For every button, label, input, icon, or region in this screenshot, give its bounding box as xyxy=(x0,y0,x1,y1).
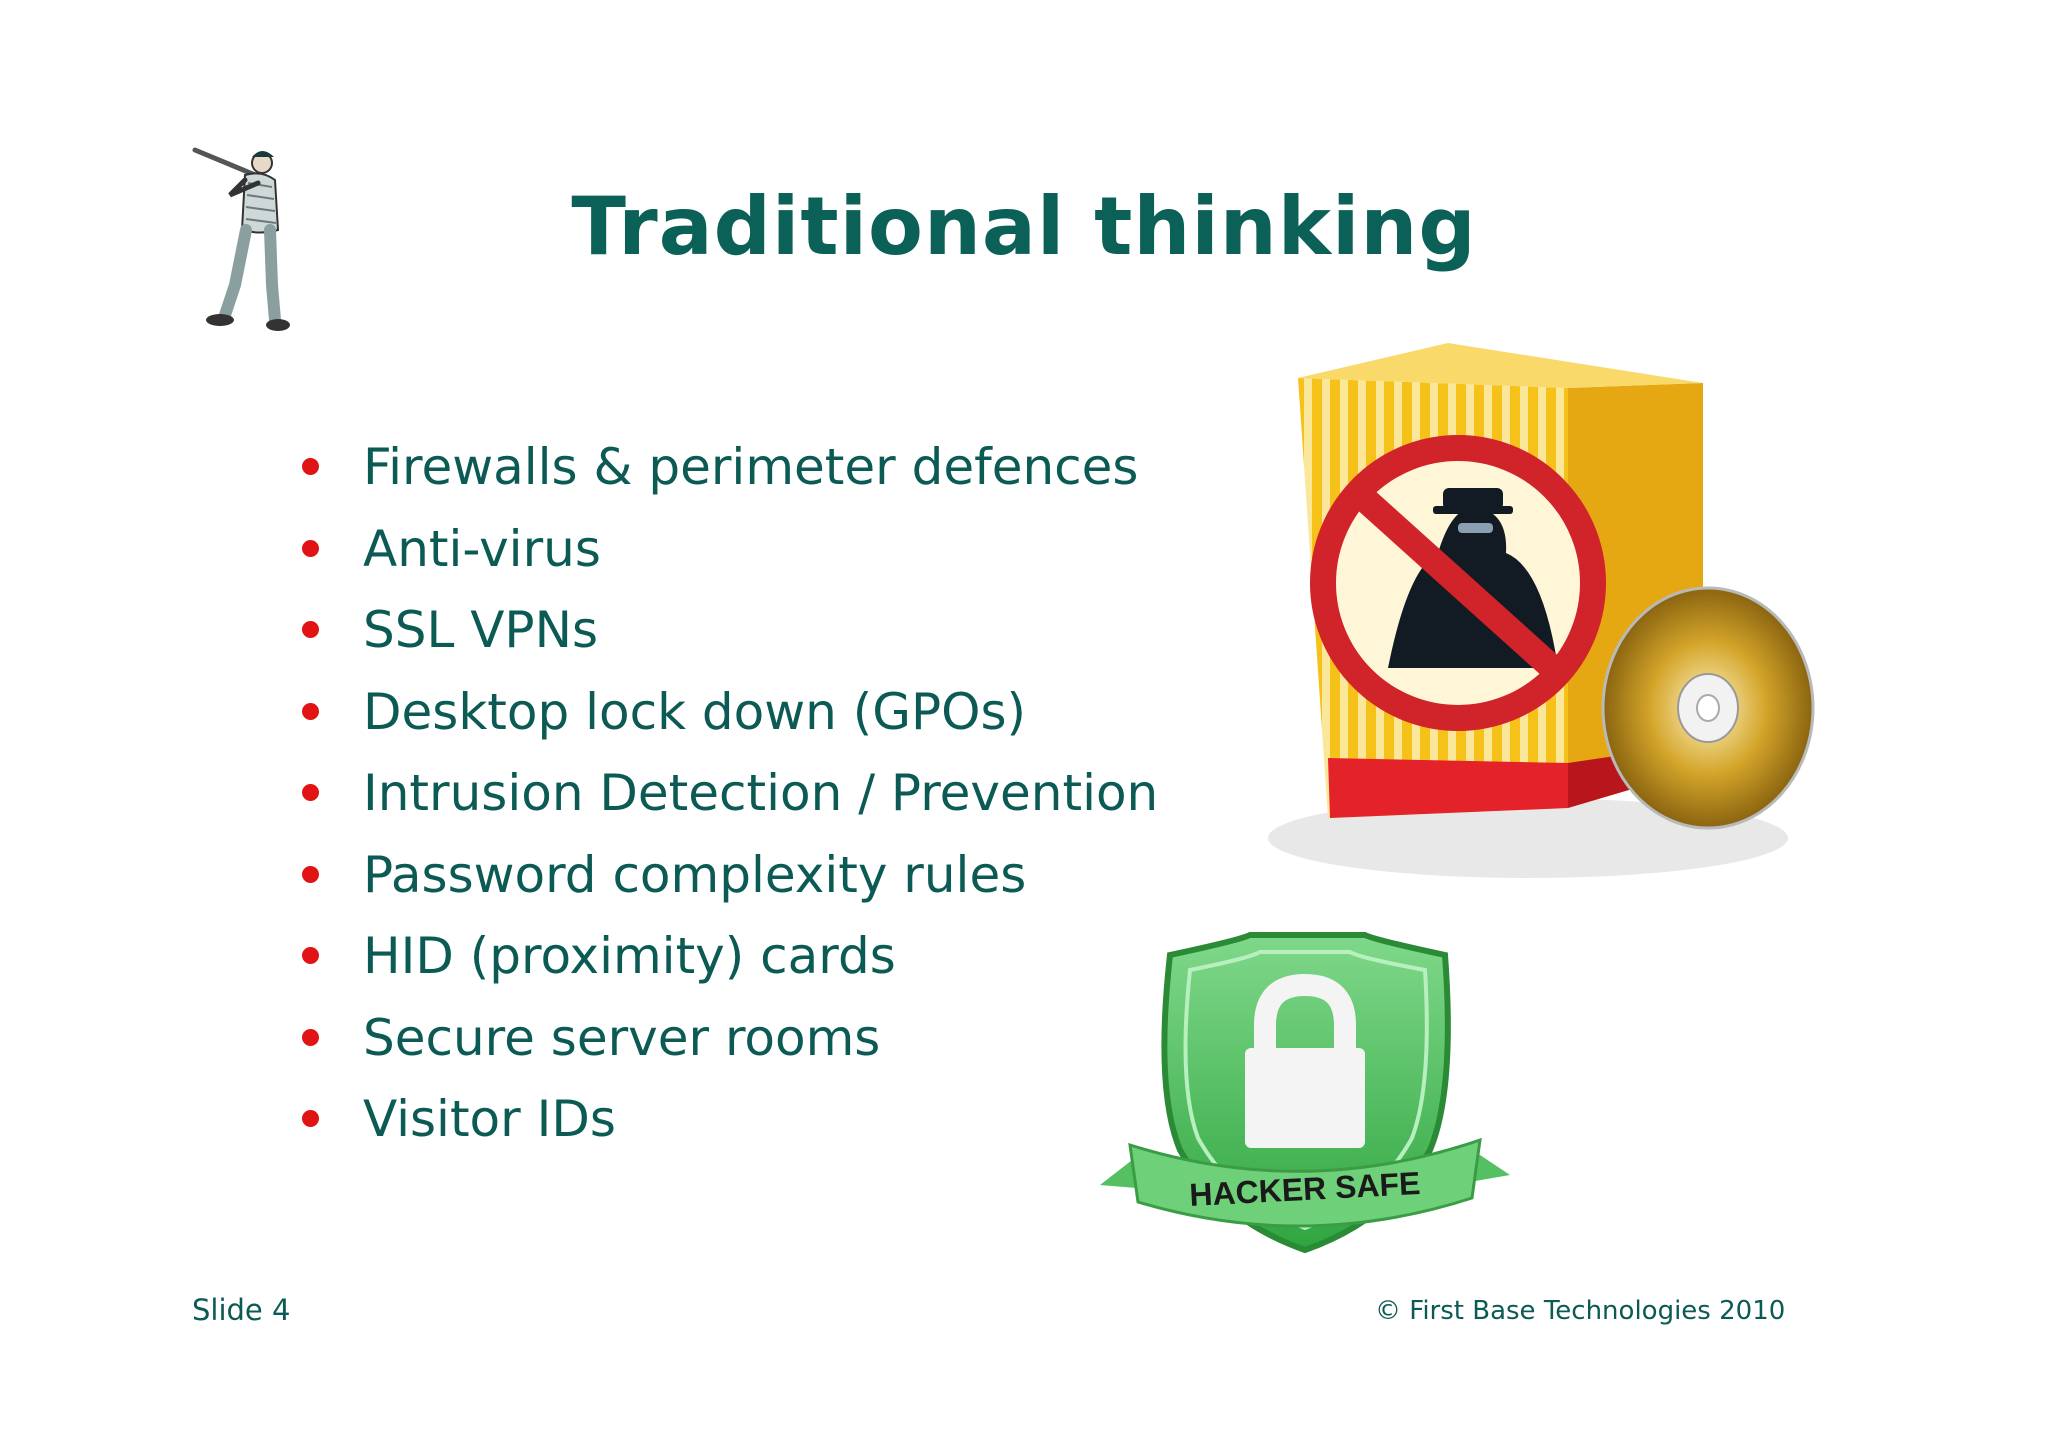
list-item: Intrusion Detection / Prevention xyxy=(290,758,1158,840)
bullet-icon xyxy=(302,458,319,475)
hacker-safe-badge-icon: HACKER SAFE xyxy=(1100,932,1510,1254)
bullet-icon xyxy=(302,1028,319,1046)
cd-disc-icon xyxy=(1601,586,1815,830)
bullet-icon xyxy=(302,621,319,638)
bullet-icon xyxy=(302,1110,319,1127)
list-item: HID (proximity) cards xyxy=(290,921,1158,1003)
bullet-icon xyxy=(302,865,319,883)
slide-number: Slide 4 xyxy=(192,1293,291,1327)
list-item: Visitor IDs xyxy=(290,1084,1158,1166)
baseball-player-icon xyxy=(192,147,290,331)
bullet-icon xyxy=(302,947,319,964)
list-item: Password complexity rules xyxy=(290,840,1158,922)
slide-title: Traditional thinking xyxy=(571,180,1477,273)
bullet-list: Firewalls & perimeter defences Anti-viru… xyxy=(290,432,1158,1166)
list-item: Firewalls & perimeter defences xyxy=(290,432,1158,514)
bullet-icon xyxy=(302,784,319,801)
bullet-icon xyxy=(302,539,319,557)
list-item: Desktop lock down (GPOs) xyxy=(290,677,1158,759)
bullet-icon xyxy=(302,702,319,720)
list-item: Anti-virus xyxy=(290,514,1158,596)
list-item: Secure server rooms xyxy=(290,1003,1158,1085)
antivirus-box-icon xyxy=(1268,343,1815,878)
list-item: SSL VPNs xyxy=(290,595,1158,677)
copyright-notice: © First Base Technologies 2010 xyxy=(1375,1296,1786,1326)
